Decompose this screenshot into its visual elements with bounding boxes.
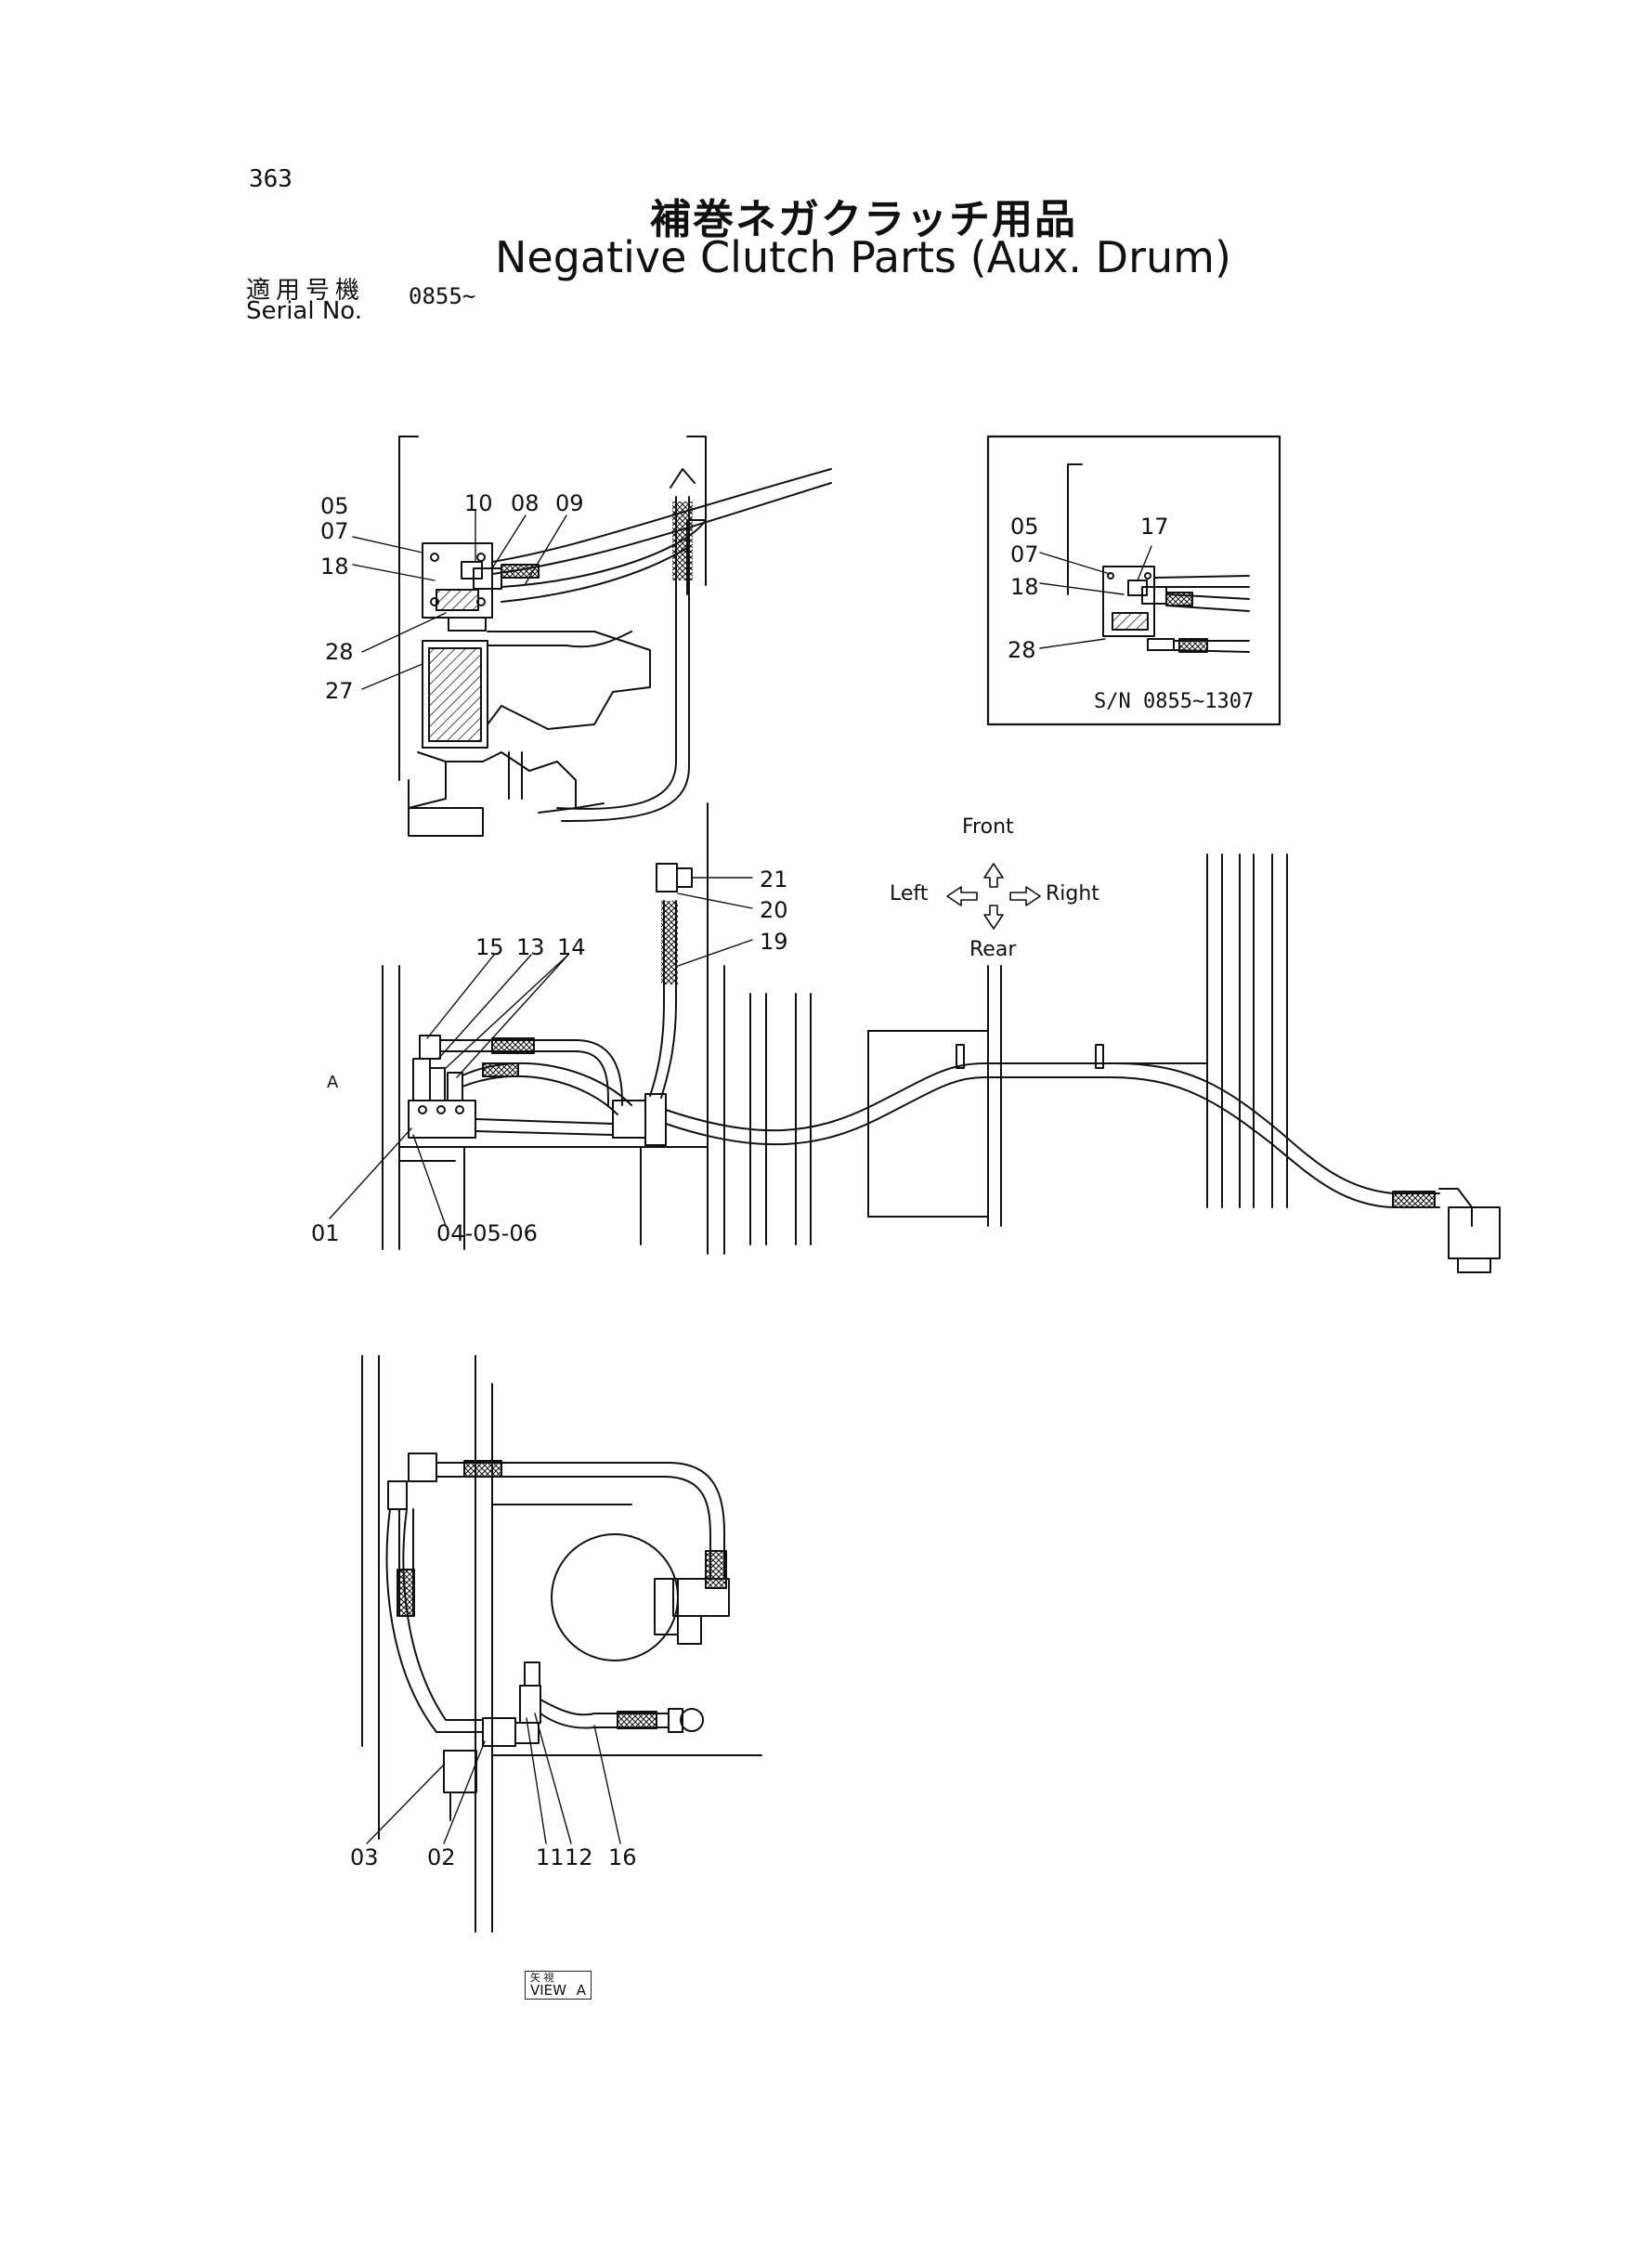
compass-left-label: Left — [890, 882, 929, 905]
view-caption-letter: A — [576, 1981, 587, 1999]
view-a-marker: A — [327, 1075, 338, 1091]
view-a-drawing — [361, 1355, 762, 1933]
top-view-drawing — [352, 436, 832, 837]
inset-part-label-07: 07 — [1010, 541, 1039, 567]
part-label-20: 20 — [760, 897, 788, 923]
middle-view-drawing — [329, 802, 1501, 1273]
part-label-14: 14 — [557, 934, 586, 960]
part-label-01: 01 — [311, 1220, 340, 1246]
compass-right-label: Right — [1046, 882, 1099, 905]
inset-drawing — [986, 435, 1281, 726]
part-label-11: 11 — [536, 1844, 565, 1870]
part-label-12: 12 — [565, 1844, 593, 1870]
part-label-21: 21 — [760, 866, 788, 892]
part-label-02: 02 — [427, 1844, 456, 1870]
serial-label-english: Serial No. — [246, 297, 362, 325]
part-label-15: 15 — [475, 934, 504, 960]
view-a-caption: 矢 視 VIEW A — [525, 1971, 592, 2000]
compass-rear-label: Rear — [969, 938, 1017, 961]
view-caption-jp: 矢 視 — [530, 1972, 554, 1984]
part-label-19: 19 — [760, 929, 788, 955]
part-label-27: 27 — [325, 678, 354, 704]
inset-serial-range: S/N 0855~1307 — [1094, 690, 1255, 713]
part-label-18: 18 — [320, 554, 349, 580]
part-label-09: 09 — [555, 490, 584, 516]
title-english: Negative Clutch Parts (Aux. Drum) — [495, 232, 1231, 282]
part-label-13: 13 — [516, 934, 545, 960]
page-number: 363 — [249, 165, 293, 193]
inset-part-label-18: 18 — [1010, 574, 1039, 600]
view-caption-en: VIEW — [530, 1981, 566, 1999]
compass-drawing — [946, 863, 1041, 930]
inset-part-label-17: 17 — [1140, 514, 1169, 540]
part-label-08: 08 — [511, 490, 540, 516]
serial-value: 0855~ — [409, 283, 476, 309]
part-label-28: 28 — [325, 639, 354, 665]
part-label-03: 03 — [350, 1844, 379, 1870]
view-a-marker-letter: A — [327, 1073, 339, 1092]
part-label-05: 05 — [320, 493, 349, 519]
part-label-16: 16 — [608, 1844, 637, 1870]
part-label-04-05-06: 04-05-06 — [436, 1220, 538, 1246]
compass-front-label: Front — [962, 815, 1014, 839]
title-japanese: 補巻ネガクラッチ用品 — [650, 196, 1077, 243]
inset-part-label-05: 05 — [1010, 514, 1039, 540]
inset-part-label-28: 28 — [1008, 637, 1036, 663]
part-label-07: 07 — [320, 518, 349, 544]
serial-label-japanese: 適用号機 — [246, 277, 366, 305]
part-label-10: 10 — [464, 490, 493, 516]
